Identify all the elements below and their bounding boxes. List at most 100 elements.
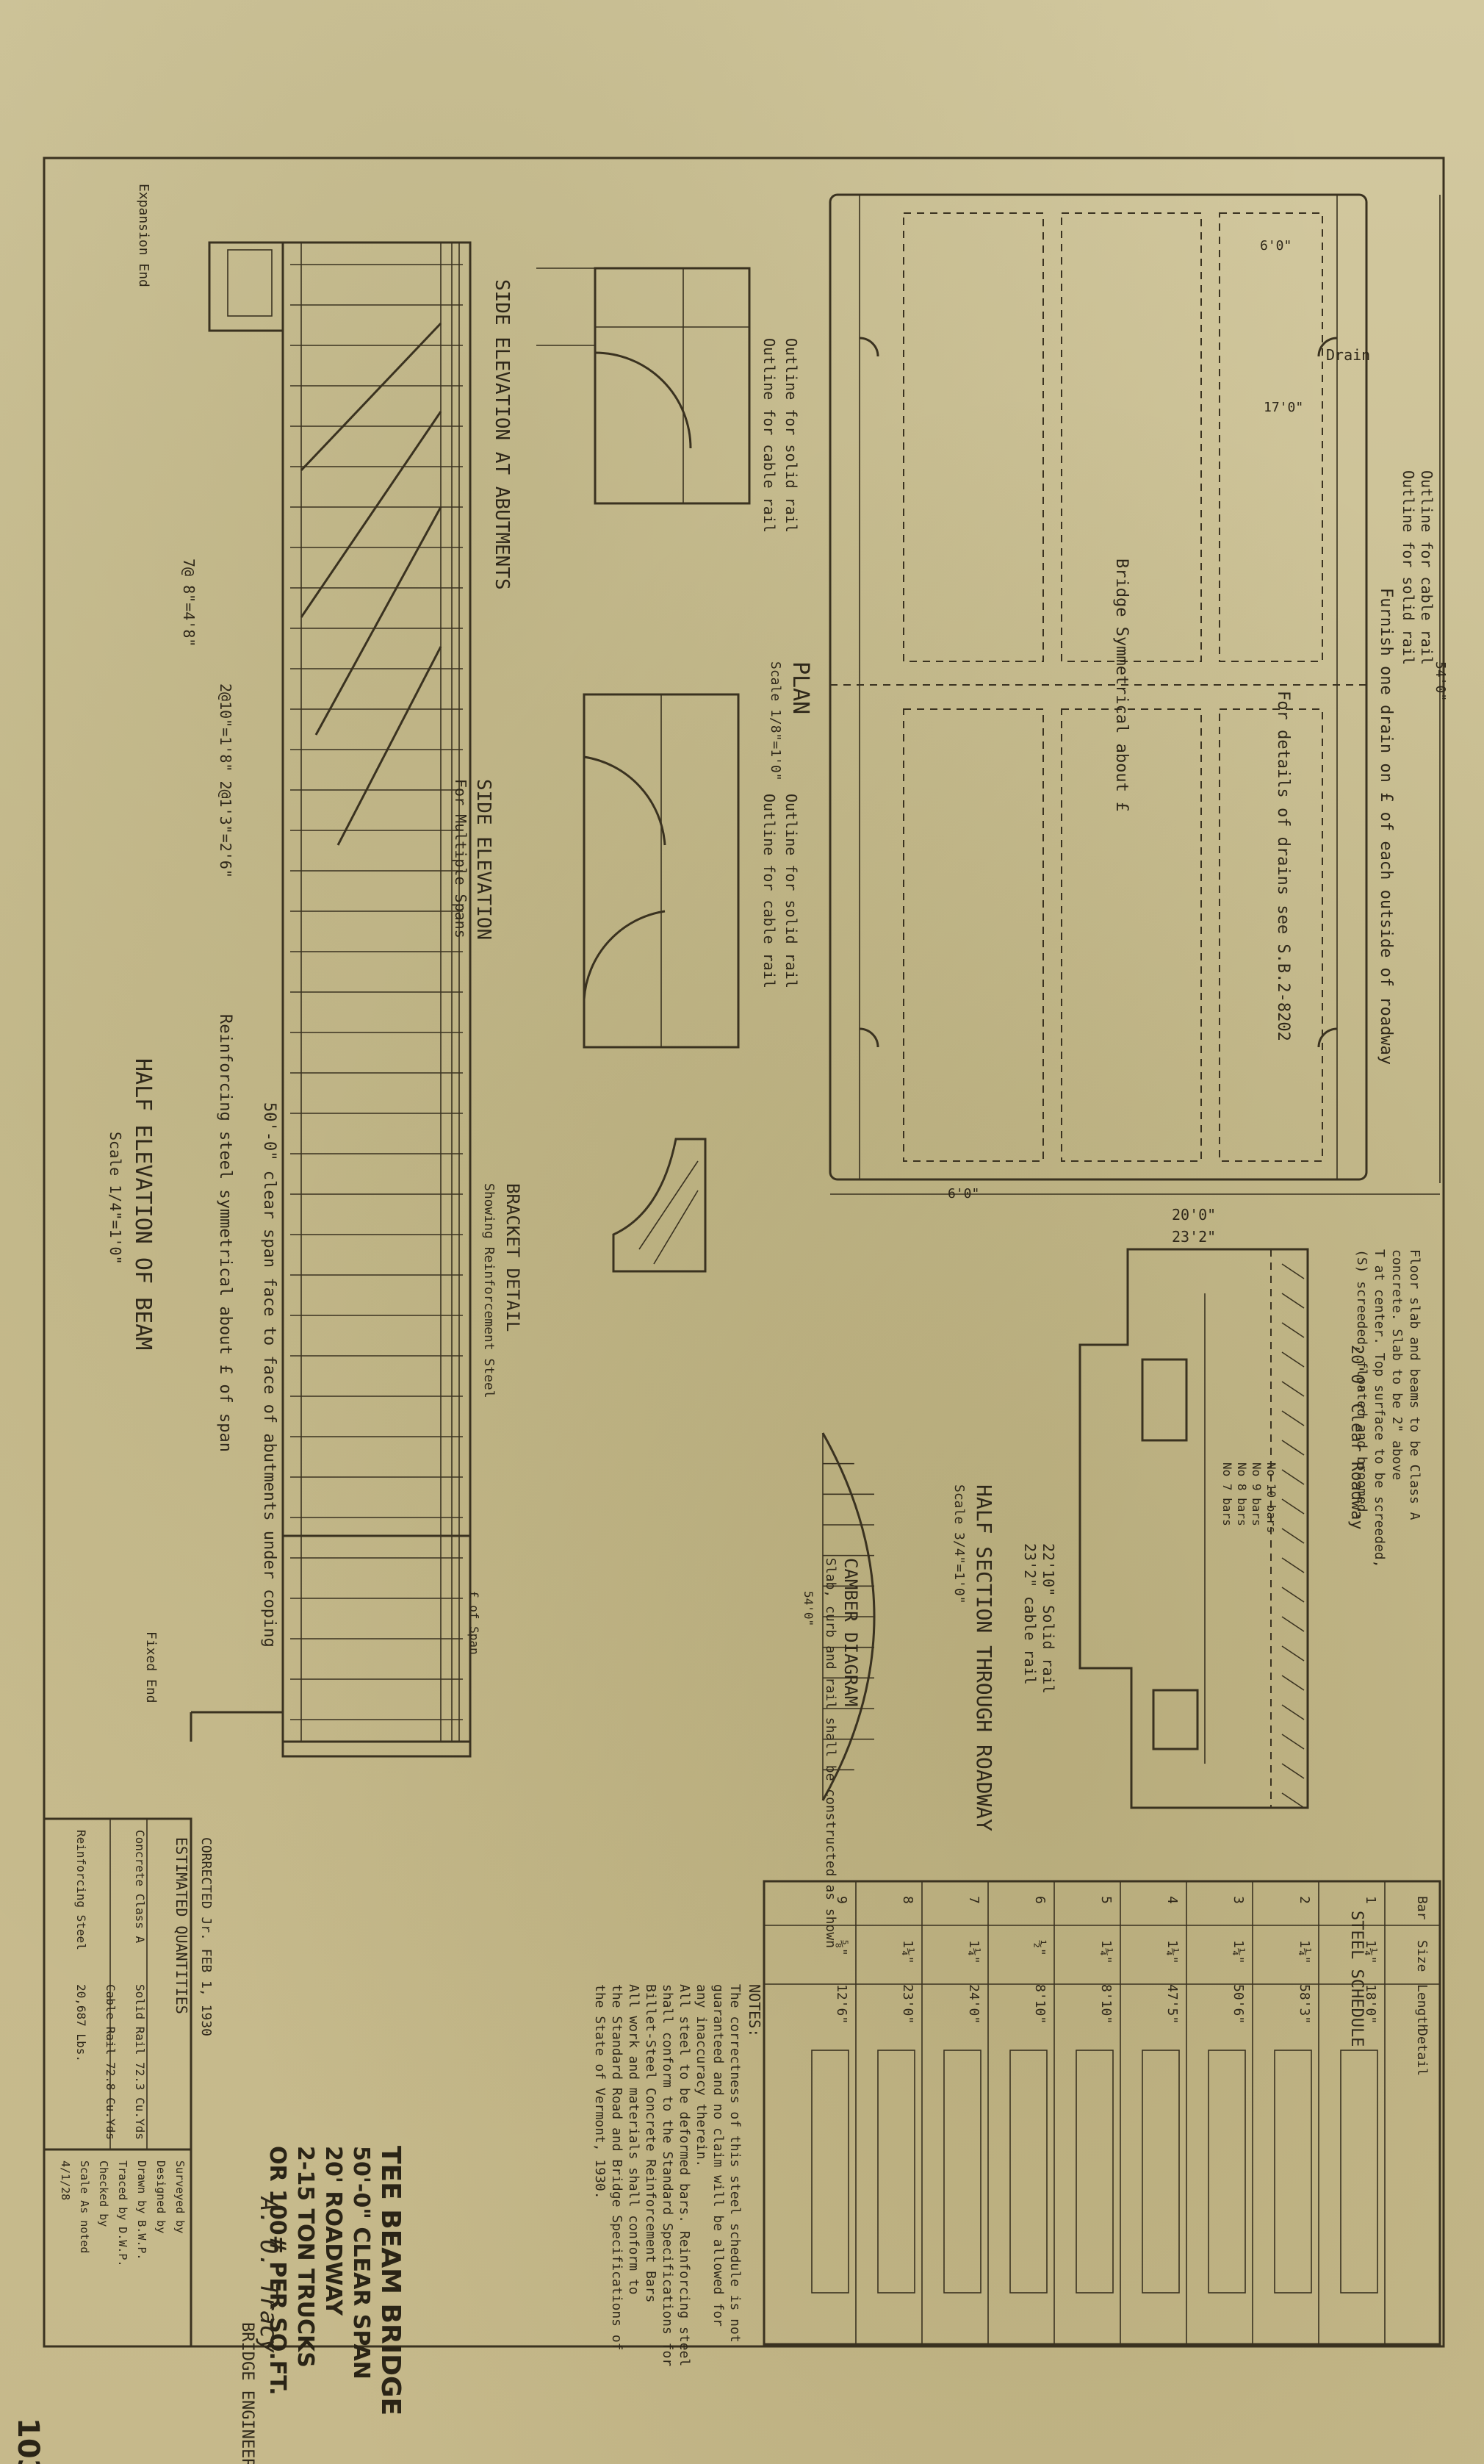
section-note-line: concrete. Slab to be 2" above [1389, 1249, 1405, 1480]
bar-detail-sketch [943, 2050, 981, 2294]
plan-beam-panel [903, 708, 1044, 1162]
section-hatch [1281, 1293, 1305, 1309]
plan-beam-panel [1219, 708, 1323, 1162]
plan-beam-panel [1061, 708, 1202, 1162]
side-elev-subtitle: For Multiple Spans [452, 779, 469, 938]
section-hatch [1281, 1734, 1305, 1750]
plan-solid-rail: Outline for solid rail [1400, 470, 1417, 665]
schedule-header: Bar [1414, 1896, 1430, 1920]
section-hatch [1281, 1440, 1305, 1456]
camber-title: CAMBER DIAGRAM [840, 1558, 861, 1706]
elev-dim-2: 2@10"=1'8" 2@1'3"=2'6" [217, 683, 234, 878]
section-hatch [1281, 1675, 1305, 1691]
schedule-title: STEEL SCHEDULE [1347, 1911, 1366, 2047]
quantity-cell: Cable Rail 72.8 Cu.Yds [104, 1984, 118, 2140]
section-note-line: (S) screeded, floated and broomed. [1354, 1249, 1369, 1520]
plan-len-dim: 54'0" [1433, 661, 1448, 701]
section-bar-label: No 8 bars [1235, 1462, 1249, 1526]
engineer-label: BRIDGE ENGINEER [238, 2322, 256, 2464]
sheet-number: 103 [11, 2418, 45, 2464]
schedule-cell: 1¼" [1098, 1940, 1114, 1964]
schedule-cell: 9 [834, 1896, 849, 1904]
notes-line: All work and materials shall conform to [626, 1984, 641, 2295]
schedule-cell: 8'10" [1098, 1984, 1114, 2024]
schedule-cell: 5 [1098, 1896, 1114, 1904]
section-hatch [1281, 1704, 1305, 1720]
title-block-drawn: Drawn by B.W.P. [135, 2161, 148, 2260]
notes-line: The correctness of this steel schedule i… [727, 1984, 743, 2343]
corrected-note: CORRECTED Jr. FEB 1, 1930 [198, 1837, 214, 2036]
schedule-cell: 8 [900, 1896, 915, 1904]
title-block-designed: Designed by [154, 2161, 168, 2233]
side-elevation-abutments [536, 267, 751, 505]
plan-furnish-drain: Furnish one drain on £ of each outside o… [1377, 588, 1395, 1065]
section-note-line: T at center. Top surface to be screeded, [1372, 1249, 1387, 1567]
title-line: OR 100# PER SQ.FT. [264, 2146, 290, 2396]
title-block-scale: Scale As noted [78, 2161, 91, 2253]
schedule-cell: 50'6" [1231, 1984, 1246, 2024]
section-hatch [1281, 1763, 1305, 1779]
span-center-label: £ of Span [467, 1591, 481, 1655]
schedule-cell: 47'5" [1164, 1984, 1180, 2024]
fixed-end-label: Fixed End [143, 1631, 159, 1703]
camber-span-dim: 54'0" [802, 1591, 815, 1626]
section-hatch [1281, 1263, 1305, 1279]
section-roadway-dim: 20'0" Clear Roadway [1347, 1345, 1366, 1530]
section-hatch [1281, 1792, 1305, 1809]
schedule-cell: 23'0" [900, 1984, 915, 2024]
schedule-cell: ⅝" [834, 1940, 849, 1956]
schedule-cell: 8'10" [1032, 1984, 1048, 2024]
sheet-border [43, 157, 1445, 2348]
title-block-traced: Traced by D.W.P. [116, 2161, 129, 2267]
plan-view [829, 193, 1441, 1195]
bar-detail-sketch [1208, 2050, 1246, 2294]
schedule-cell: 7 [966, 1896, 981, 1904]
notes-line: All steel to be deformed bars. Reinforci… [677, 1984, 692, 2366]
section-hatch [1281, 1557, 1305, 1573]
quantity-cell: 20,687 Lbs. [74, 1984, 88, 2062]
half-elevation-title: HALF ELEVATION OF BEAM [130, 1058, 156, 1350]
half-section-scale: Scale 3/4"=1'0" [951, 1484, 967, 1604]
bracket-subtitle: Showing Reinforcement Steel [481, 1183, 497, 1398]
notes-line: shall conform to the Standard Specificat… [660, 1984, 675, 2366]
section-hatch [1281, 1498, 1305, 1515]
schedule-header: Length [1414, 1984, 1430, 2032]
schedule-cell: 12'6" [834, 1984, 849, 2024]
schedule-cell: ½" [1032, 1940, 1048, 1956]
section-hatch [1281, 1410, 1305, 1426]
notes-line: the Standard Road and Bridge Specificati… [609, 1984, 624, 2351]
elev-symmetric-note: Reinforcing steel symmetrical about £ of… [216, 1014, 234, 1452]
elev-dim-1: 7@ 8"=4'8" [180, 558, 198, 647]
side-elevation-multiple [583, 693, 740, 1049]
title-block [43, 2148, 192, 2348]
bar-detail-sketch [877, 2050, 915, 2294]
title-line: 20' ROADWAY [320, 2146, 346, 2316]
notes-line: Billet-Steel Concrete Reinforcement Bars [643, 1984, 658, 2302]
schedule-header: Detail [1414, 2028, 1430, 2076]
half-section-title: HALF SECTION THROUGH ROADWAY [972, 1484, 996, 1831]
schedule-cell: 24'0" [966, 1984, 981, 2024]
solid-rail-outline-1: Outline for solid rail [782, 338, 800, 533]
schedule-cell: 1¼" [1164, 1940, 1180, 1964]
section-note-line: Floor slab and beams to be Class A [1407, 1249, 1422, 1520]
plan-mid-dim: 17'0" [1264, 400, 1303, 415]
notes-line: any inaccuracy therein. [694, 1984, 709, 2167]
bar-detail-sketch [1274, 2050, 1312, 2294]
section-hatch [1281, 1381, 1305, 1397]
bar-detail-sketch [1340, 2050, 1378, 2294]
schedule-cell: 1¼" [1363, 1940, 1378, 1964]
quantities-title: ESTIMATED QUANTITIES [173, 1837, 190, 2014]
quantity-cell: Reinforcing Steel [74, 1830, 88, 1950]
bar-detail-sketch [1009, 2050, 1048, 2294]
section-hatch [1281, 1528, 1305, 1544]
cable-rail-outline-2: Outline for cable rail [760, 794, 778, 988]
title-line: TEE BEAM BRIDGE [375, 2146, 406, 2415]
plan-title: PLAN [788, 661, 813, 714]
section-bar-label: No 9 bars [1250, 1462, 1264, 1526]
section-bar-label: No 10 bars [1264, 1462, 1278, 1533]
side-elev-title: SIDE ELEVATION [472, 779, 494, 940]
